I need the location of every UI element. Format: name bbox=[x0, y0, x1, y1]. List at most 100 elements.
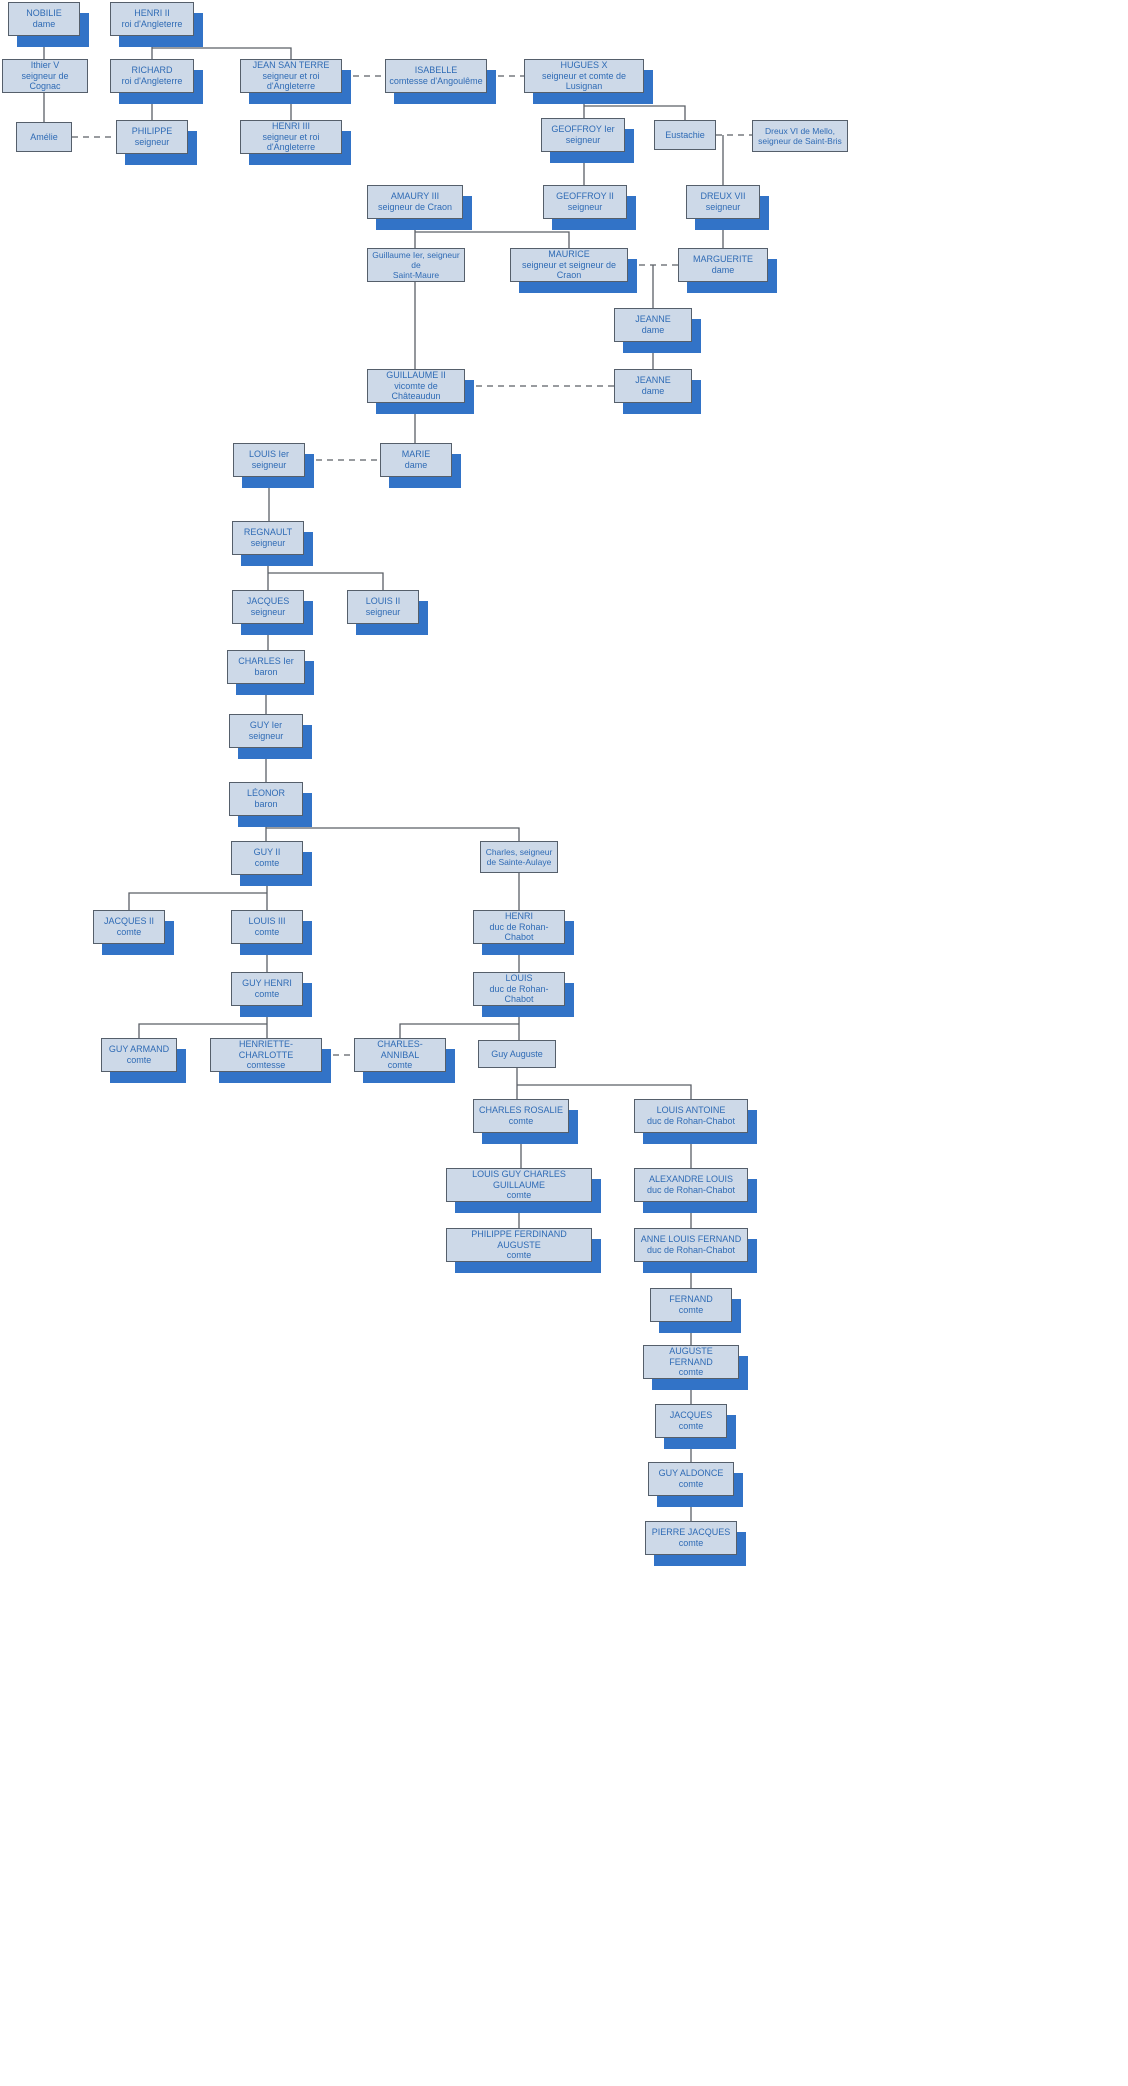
person-title: seigneur bbox=[567, 202, 603, 212]
person-name: JACQUES II bbox=[103, 916, 154, 927]
person-title: comte bbox=[678, 1305, 704, 1315]
person-name: Ithier V bbox=[30, 60, 60, 71]
person-node-guyauguste[interactable]: Guy Auguste bbox=[478, 1040, 556, 1068]
person-title: de Sainte-Aulaye bbox=[486, 857, 552, 867]
person-title: seigneur de Saint-Bris bbox=[758, 136, 842, 146]
person-name: GUY ALDONCE bbox=[658, 1468, 724, 1479]
person-name: LÉONOR bbox=[246, 788, 285, 799]
person-name: HENRIETTE-CHARLOTTE bbox=[238, 1039, 294, 1060]
person-label: Eustachie bbox=[655, 130, 715, 141]
person-name: AUGUSTE FERNAND bbox=[669, 1346, 713, 1367]
person-title: comte bbox=[116, 927, 142, 937]
person-name: GUILLAUME II bbox=[386, 370, 446, 381]
person-node-amelie[interactable]: Amélie bbox=[16, 122, 72, 152]
person-label: Guy Auguste bbox=[479, 1049, 555, 1060]
connector-solid bbox=[517, 1084, 692, 1099]
person-title: baron bbox=[254, 799, 278, 809]
person-name: REGNAULT bbox=[243, 527, 293, 538]
person-title: duc de Rohan-Chabot bbox=[489, 921, 549, 943]
person-title: dame bbox=[641, 325, 665, 335]
person-name: CHARLES ROSALIE bbox=[478, 1105, 564, 1116]
person-title: seigneur de Craon bbox=[377, 202, 453, 212]
person-name: Amélie bbox=[30, 131, 58, 142]
person-name: CHARLES-ANNIBAL bbox=[377, 1039, 423, 1060]
person-title: duc de Rohan-Chabot bbox=[646, 1185, 736, 1195]
person-name: MARIE bbox=[401, 449, 431, 460]
person-node-eustachie[interactable]: Eustachie bbox=[654, 120, 716, 150]
person-node-dreux6[interactable]: Dreux VI de Mello,seigneur de Saint-Bris bbox=[752, 120, 848, 152]
connector-solid bbox=[415, 231, 570, 248]
person-title: roi d'Angleterre bbox=[121, 76, 183, 86]
person-name: Eustachie bbox=[665, 129, 705, 140]
connector-solid bbox=[128, 892, 267, 910]
person-name: DREUX VII bbox=[700, 191, 746, 202]
